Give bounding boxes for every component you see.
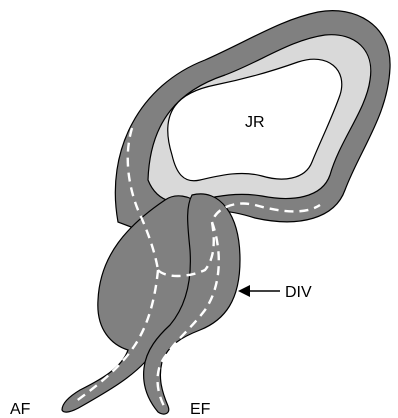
- div-arrow-head: [238, 285, 250, 297]
- label-af: AF: [10, 401, 31, 418]
- label-div: DIV: [285, 284, 312, 301]
- label-jr: JR: [245, 114, 265, 131]
- label-ef: EF: [190, 401, 211, 418]
